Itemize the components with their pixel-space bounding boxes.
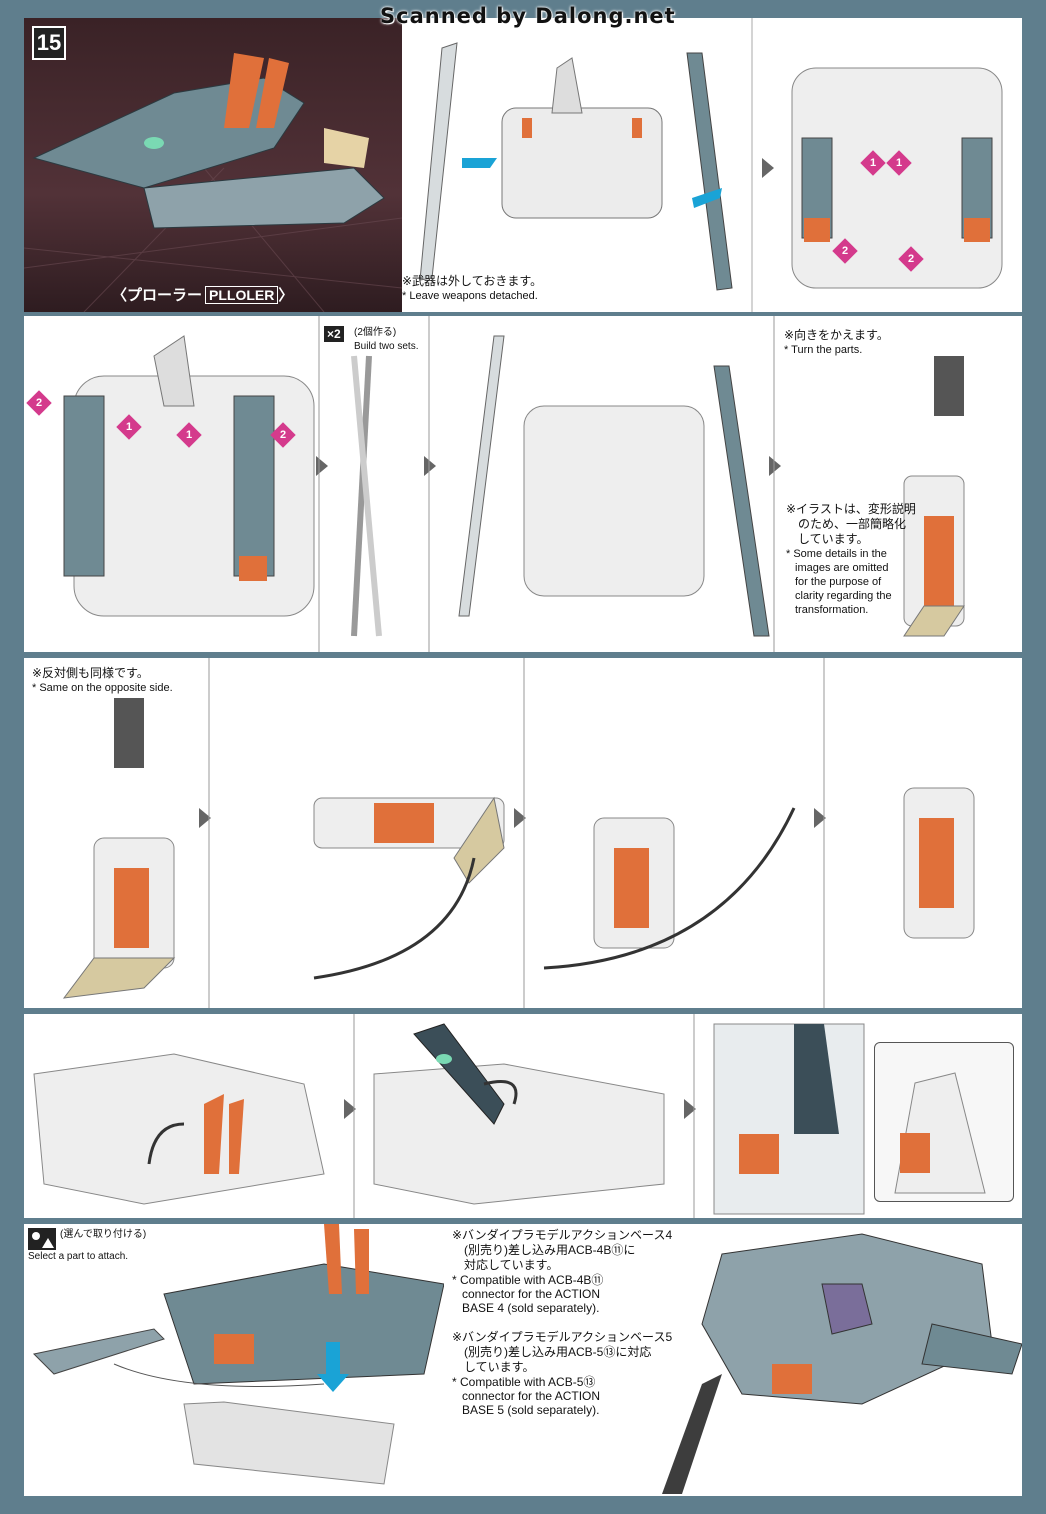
opposite-note-en: * Same on the opposite side. [32,682,173,694]
mode-title-en: PLLOLER [205,286,279,304]
weapons-note: ※武器は外しておきます。 * Leave weapons detached. [402,274,542,303]
simplified-note: ※イラストは、変形説明 のため、一部簡略化 しています。 * Some deta… [786,502,936,617]
weapons-note-ja: ※武器は外しておきます。 [402,274,543,288]
base4-ja-3: 対応しています。 [464,1258,559,1272]
base4-en-3: BASE 4 (sold separately). [462,1301,600,1315]
build-two-en: Build two sets. [354,341,419,352]
detail-inset [874,1042,1014,1202]
step-arms-panel: 2 1 1 2 ×2 (2個作る) Build two sets. ※向きをかえ… [24,316,1022,652]
base5-en-1: * Compatible with ACB-5⑬ [452,1375,596,1389]
simplified-en-4: clarity regarding the [795,590,892,602]
turn-note-ja: ※向きをかえます。 [784,328,889,342]
base5-ja-1: ※バンダイプラモデルアクションベース5 [452,1330,673,1344]
base4-ja-2: (別売り)差し込み用ACB-4B⑪に [464,1243,636,1257]
step-weapons-panel: 1 1 2 2 ※武器は外しておきます。 * Leave weapons det… [402,18,1022,312]
cockpit-transform-illustration [33,1014,865,1218]
mode-title-ja: 〈プローラー [112,287,203,304]
mode-title-close: 〉 [278,287,294,304]
base4-en-1: * Compatible with ACB-4B⑪ [452,1273,604,1287]
step-number-badge: 15 [32,26,66,60]
step-options-panel: (選んで取り付ける) Select a part to attach. ※バンダ… [24,1224,1022,1496]
base4-en-2: connector for the ACTION [462,1287,601,1301]
build-two-note: (2個作る) Build two sets. [354,326,418,354]
simplified-ja-2: のため、一部簡略化 [798,517,907,531]
simplified-en-1: * Some details in the [786,548,887,560]
detail-inset-illustration [894,1072,986,1194]
step-cockpit-panel [24,1014,1022,1218]
build-two-ja: (2個作る) [354,327,397,338]
base4-ja-1: ※バンダイプラモデルアクションベース4 [452,1228,673,1242]
select-part-icon [28,1228,56,1250]
step-legs-panel: ※反対側も同様です。 * Same on the opposite side. [24,658,1022,1008]
opposite-note-ja: ※反対側も同様です。 [32,666,149,680]
base5-en-3: BASE 5 (sold separately). [462,1403,600,1417]
action-base5-note: ※バンダイプラモデルアクションベース5 (別売り)差し込み用ACB-5⑬に対応 … [452,1330,692,1417]
select-part-en: Select a part to attach. [28,1251,129,1262]
plloler-render [24,53,402,312]
select-part-ja: (選んで取り付ける) [60,1229,147,1240]
simplified-ja-3: しています。 [798,532,869,546]
turn-note-en: * Turn the parts. [784,344,863,356]
build-two-badge: ×2 [324,326,344,342]
simplified-ja-1: ※イラストは、変形説明 [786,502,916,516]
weapons-detach-illustration [419,18,1003,312]
base5-en-2: connector for the ACTION [462,1389,601,1403]
simplified-en-5: transformation. [795,604,869,616]
scan-credit: Scanned by Dalong.net [380,4,676,28]
turn-note: ※向きをかえます。 * Turn the parts. [784,328,889,357]
base5-ja-3: しています。 [464,1360,535,1374]
select-part-note: (選んで取り付ける) Select a part to attach. [28,1228,146,1264]
arms-transform-illustration [63,316,965,652]
simplified-en-3: for the purpose of [795,576,882,588]
action-base4-note: ※バンダイプラモデルアクションベース4 (別売り)差し込み用ACB-4B⑪に 対… [452,1228,692,1315]
weapons-note-en: * Leave weapons detached. [402,290,538,302]
action-base-illustration [662,1233,1022,1494]
simplified-en-2: images are omitted [795,562,889,574]
legs-transform-illustration [62,658,975,1008]
base5-ja-2: (別売り)差し込み用ACB-5⑬に対応 [464,1345,652,1359]
part-selection-illustration [32,1224,444,1485]
opposite-note: ※反対側も同様です。 * Same on the opposite side. [32,666,173,695]
